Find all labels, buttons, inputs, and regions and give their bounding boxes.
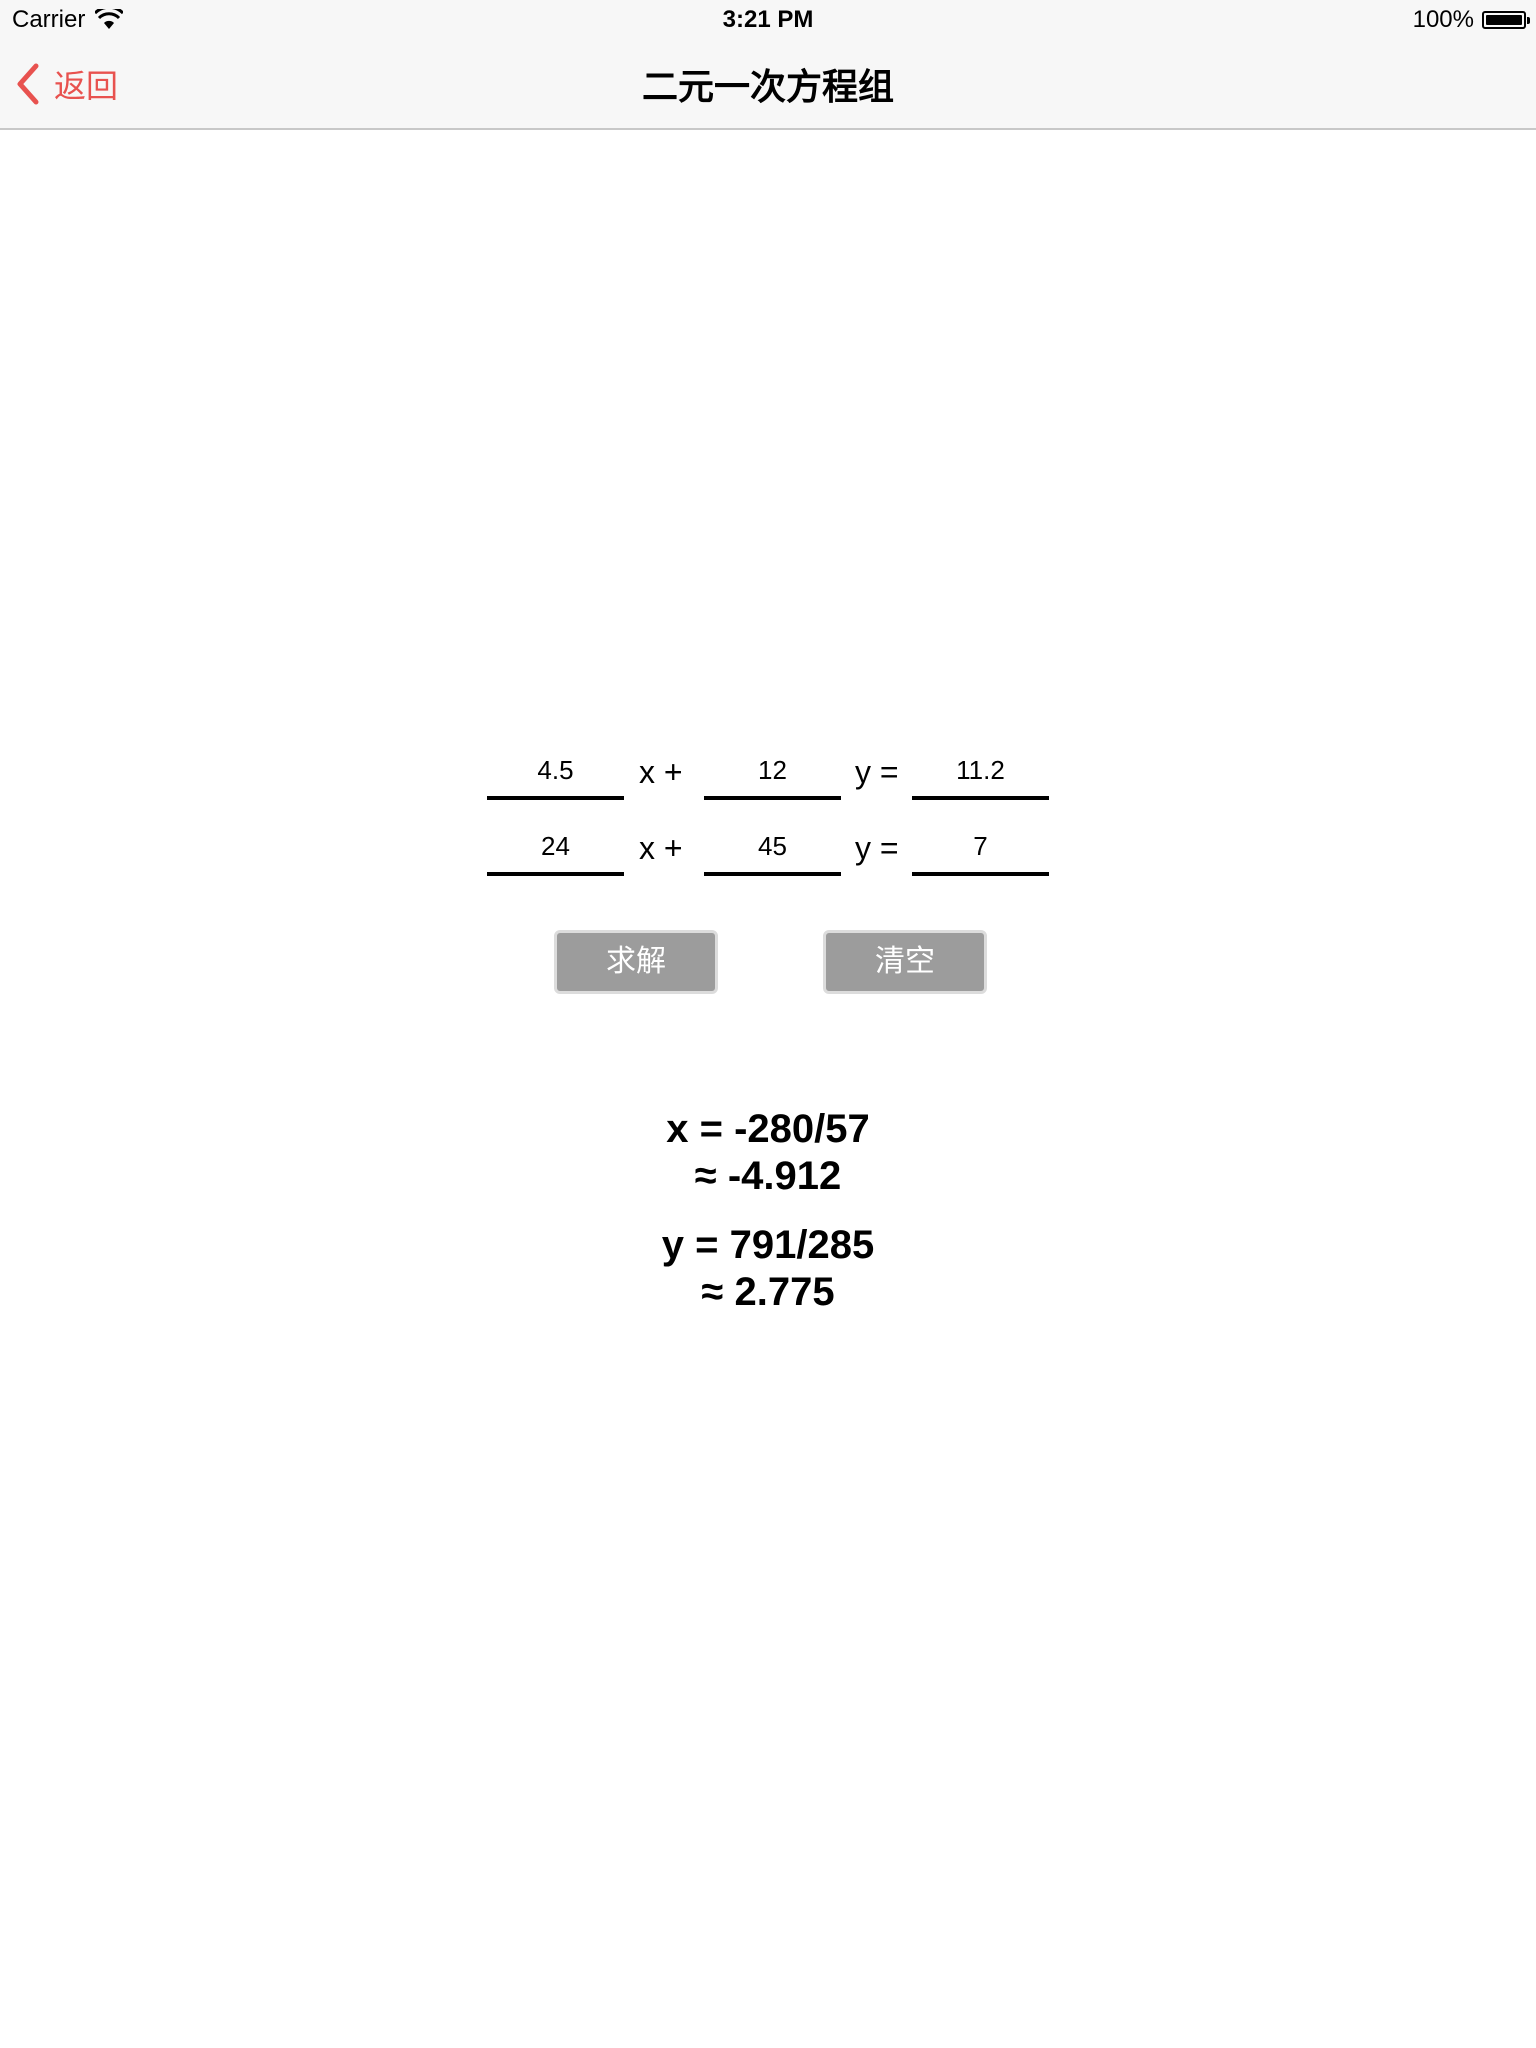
x-plus-label: x + [639,754,683,790]
equation-row-2: 24 x + 45 y = 7 [487,820,1049,880]
page-title: 二元一次方程组 [641,66,894,107]
back-label: 返回 [54,68,119,104]
status-time: 3:21 PM [722,6,814,33]
results-panel: x = -280/57 ≈ -4.912 y = 791/285 ≈ 2.775 [0,1106,1536,1338]
solve-button[interactable]: 求解 [554,930,718,994]
coefficient-a2-input[interactable]: 24 [487,820,624,876]
back-button[interactable]: 返回 [14,60,118,108]
equation-row-1: 4.5 x + 12 y = 11.2 [487,744,1049,804]
coefficient-a1-input[interactable]: 4.5 [487,744,624,800]
navigation-header: Carrier 3:21 PM 100% 返回 二元一次方程组 [0,0,1536,130]
y-result: y = 791/285 ≈ 2.775 [0,1222,1536,1316]
carrier-indicator: Carrier [12,6,124,34]
wifi-icon [95,9,124,29]
x-exact-value: x = -280/57 [666,1107,870,1151]
y-exact-value: y = 791/285 [661,1223,875,1267]
chevron-left-icon [17,63,39,105]
constant-c2-input[interactable]: 7 [912,820,1049,876]
x-plus-label: x + [639,830,683,866]
x-result: x = -280/57 ≈ -4.912 [0,1106,1536,1200]
carrier-label: Carrier [12,6,86,33]
coefficient-b2-input[interactable]: 45 [704,820,841,876]
coefficient-b1-input[interactable]: 12 [704,744,841,800]
battery-icon [1482,11,1530,29]
constant-c1-input[interactable]: 11.2 [912,744,1049,800]
status-bar: Carrier 3:21 PM 100% [0,0,1536,40]
x-approx-value: ≈ -4.912 [694,1154,842,1198]
clear-button[interactable]: 清空 [823,930,987,994]
y-equals-label: y = [855,830,899,866]
y-approx-value: ≈ 2.775 [701,1270,835,1314]
y-equals-label: y = [855,754,899,790]
battery-indicator: 100% [1412,6,1530,34]
battery-percent: 100% [1412,6,1474,33]
